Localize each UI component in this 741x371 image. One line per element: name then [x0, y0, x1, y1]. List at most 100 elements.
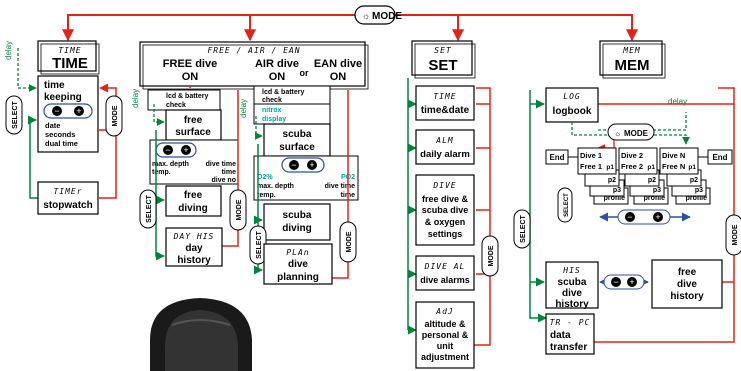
- sun-icon: ☼: [362, 11, 370, 21]
- svg-text:dive: dive: [677, 279, 697, 290]
- dive-mode-box: FREE / AIR / EAN FREE dive ON AIR dive O…: [140, 42, 368, 89]
- svg-text:−: −: [165, 145, 170, 155]
- svg-text:p1: p1: [688, 164, 696, 171]
- svg-text:SELECT: SELECT: [564, 193, 570, 217]
- svg-text:ON: ON: [269, 71, 286, 83]
- svg-text:scuba: scuba: [283, 210, 312, 221]
- svg-text:date: date: [45, 121, 60, 130]
- plus-button[interactable]: +: [653, 212, 663, 222]
- nitrox-display-box: nitrox display: [254, 104, 330, 124]
- delay-label: delay: [668, 97, 687, 106]
- svg-text:daily alarm: daily alarm: [420, 149, 470, 160]
- plus-button[interactable]: +: [74, 106, 84, 116]
- minus-button[interactable]: −: [625, 212, 635, 222]
- svg-text:SELECT: SELECT: [520, 214, 527, 242]
- svg-text:DIVE AL: DIVE AL: [424, 262, 466, 271]
- scuba-dive-history-box: HIS scuba dive history: [546, 262, 598, 310]
- top-mode-button[interactable]: ☼ MODE: [355, 6, 402, 24]
- svg-text:time: time: [222, 169, 237, 176]
- svg-text:adjustment: adjustment: [421, 352, 469, 362]
- svg-text:DIVE: DIVE: [432, 181, 456, 190]
- svg-text:display: display: [262, 116, 286, 123]
- svg-text:dive no: dive no: [211, 177, 236, 184]
- svg-text:p3: p3: [653, 187, 661, 194]
- sun-icon: ☼: [614, 129, 621, 138]
- minus-button[interactable]: −: [611, 277, 621, 287]
- free-mode-button[interactable]: MODE: [230, 190, 246, 230]
- scuba-surface-info: − + O2% PO2 max. depth dive time temp. t…: [254, 156, 358, 200]
- svg-text:AIR dive: AIR dive: [255, 58, 299, 70]
- svg-text:+: +: [309, 160, 314, 170]
- svg-text:dive: dive: [288, 259, 308, 270]
- svg-text:time&date: time&date: [421, 105, 470, 116]
- svg-text:history: history: [670, 291, 704, 302]
- svg-text:Free 2: Free 2: [621, 162, 643, 171]
- free-lcd-check-box: lcd & battery check: [148, 90, 220, 110]
- mem-mode-button[interactable]: MODE: [726, 215, 741, 255]
- svg-text:settings: settings: [428, 229, 463, 239]
- svg-text:TR - PC: TR - PC: [550, 318, 591, 327]
- svg-text:scuba dive: scuba dive: [422, 205, 469, 215]
- svg-text:surface: surface: [175, 127, 211, 138]
- svg-text:altitude &: altitude &: [424, 319, 466, 329]
- free-surface-box: free surface: [166, 110, 221, 140]
- svg-text:ON: ON: [330, 71, 347, 83]
- minus-button[interactable]: −: [52, 106, 62, 116]
- svg-text:history: history: [555, 299, 589, 310]
- log-scroll-buttons[interactable]: − +: [600, 210, 690, 224]
- svg-text:TIME: TIME: [433, 92, 456, 101]
- mem-select-button[interactable]: SELECT: [514, 210, 530, 248]
- svg-text:MODE: MODE: [346, 231, 353, 252]
- history-toggle-buttons[interactable]: − +: [600, 275, 648, 289]
- time-mode-button[interactable]: MODE: [106, 96, 122, 136]
- dive-planning-box: PLAn dive planning: [264, 244, 332, 284]
- svg-text:MEM: MEM: [615, 57, 650, 74]
- minus-button[interactable]: −: [289, 160, 299, 170]
- svg-text:max. depth: max. depth: [152, 161, 189, 168]
- mem-mode-box: MEM MEM: [600, 41, 665, 78]
- logbook-mode-button[interactable]: ☼ MODE: [608, 124, 654, 140]
- svg-text:Dive 1: Dive 1: [580, 151, 602, 160]
- svg-text:+: +: [76, 106, 81, 116]
- page-select-button[interactable]: SELECT: [558, 188, 572, 222]
- svg-text:AdJ: AdJ: [435, 307, 453, 316]
- svg-text:End: End: [549, 153, 564, 162]
- svg-text:+: +: [655, 212, 660, 222]
- svg-text:Dive 2: Dive 2: [621, 151, 643, 160]
- time-select-button[interactable]: SELECT: [6, 96, 22, 134]
- set-daily-alarm-box: ALM daily alarm: [416, 130, 474, 164]
- svg-text:transfer: transfer: [550, 342, 587, 353]
- top-mode-loop: [68, 15, 632, 40]
- time-keeping-box: time keeping − + date seconds dual time: [38, 76, 98, 152]
- svg-text:seconds: seconds: [45, 130, 75, 139]
- svg-text:max. depth: max. depth: [257, 183, 294, 190]
- svg-text:p1: p1: [606, 164, 614, 171]
- svg-text:LOG: LOG: [563, 92, 580, 101]
- svg-text:personal &: personal &: [422, 330, 469, 340]
- set-time-date-box: TIME time&date: [416, 86, 474, 120]
- delay-label: delay: [131, 89, 140, 108]
- set-mode-button[interactable]: MODE: [482, 236, 498, 276]
- logbook-box: LOG logbook: [546, 88, 598, 122]
- svg-text:Free N: Free N: [662, 162, 685, 171]
- svg-text:planning: planning: [277, 272, 319, 283]
- plus-button[interactable]: +: [307, 160, 317, 170]
- svg-text:stopwatch: stopwatch: [43, 200, 92, 211]
- scuba-surface-box: scuba surface: [264, 124, 330, 156]
- plus-button[interactable]: +: [181, 145, 191, 155]
- svg-text:O2%: O2%: [257, 174, 273, 181]
- svg-text:TIME: TIME: [52, 55, 88, 72]
- scuba-mode-button[interactable]: MODE: [340, 222, 356, 262]
- svg-text:nitrox: nitrox: [262, 107, 282, 114]
- set-adjustment-box: AdJ altitude & personal & unit adjustmen…: [416, 302, 474, 368]
- day-history-box: DAY HIS day history: [166, 228, 222, 266]
- svg-text:SELECT: SELECT: [12, 100, 19, 128]
- svg-text:p2: p2: [648, 177, 656, 184]
- svg-text:scuba: scuba: [283, 129, 312, 140]
- svg-text:dive: dive: [562, 288, 582, 299]
- minus-button[interactable]: −: [163, 145, 173, 155]
- svg-text:check: check: [262, 97, 282, 104]
- plus-button[interactable]: +: [627, 277, 637, 287]
- free-select-button[interactable]: SELECT: [140, 190, 156, 228]
- svg-text:End: End: [712, 153, 727, 162]
